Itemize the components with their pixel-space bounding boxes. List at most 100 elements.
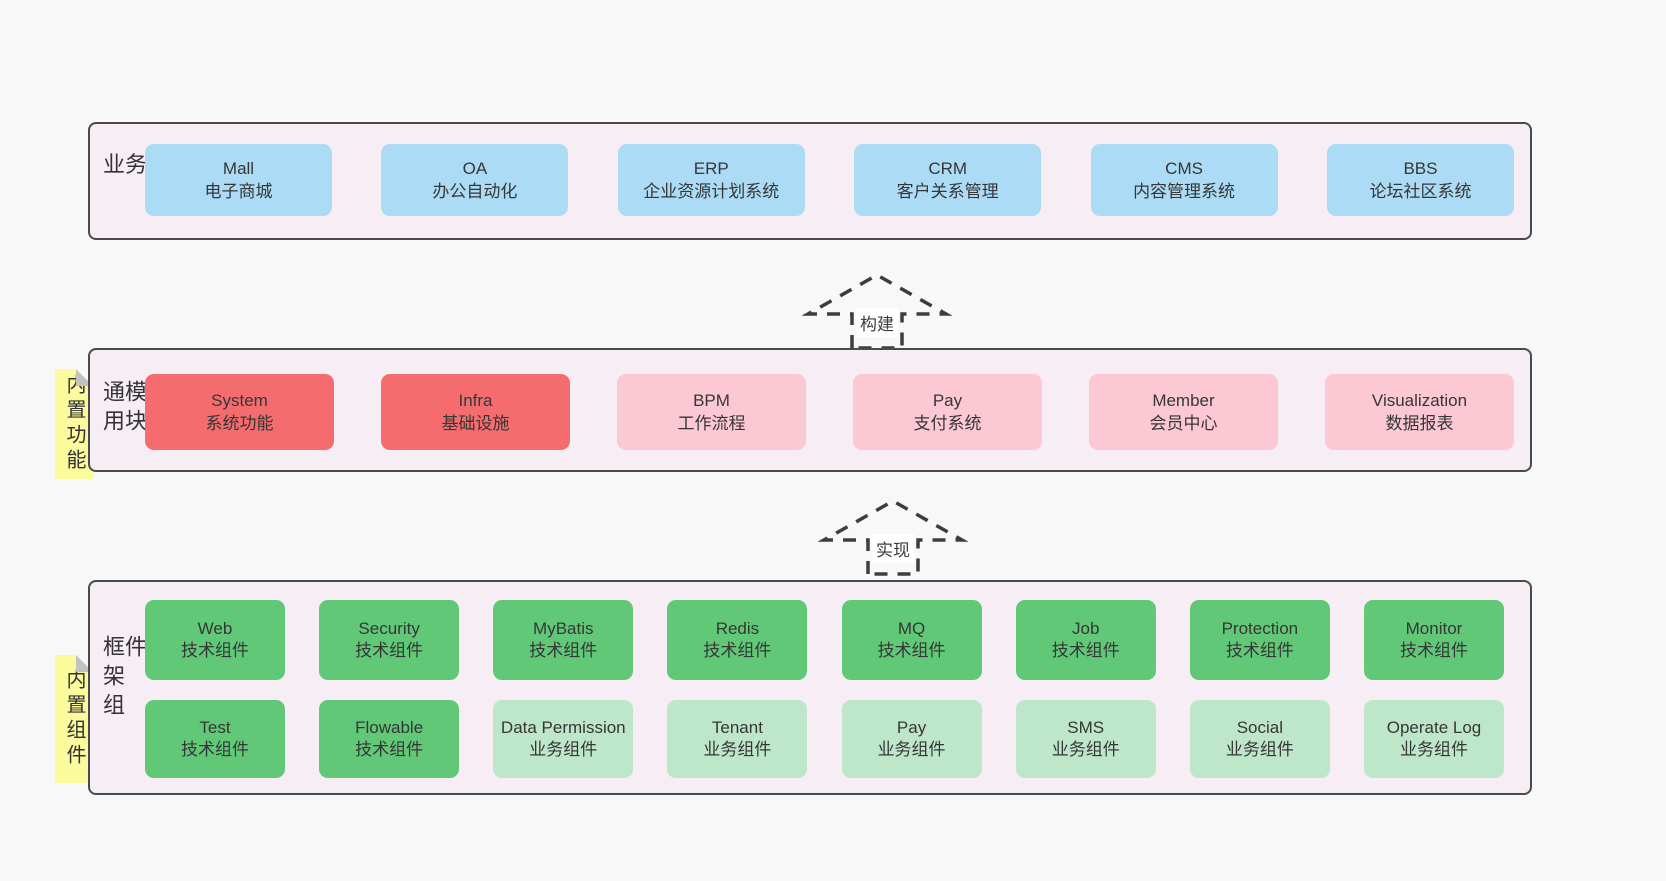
box-title: CMS <box>1165 159 1203 178</box>
box-subtitle: 技术组件 <box>1399 641 1468 660</box>
box-title: Mall <box>222 159 255 178</box>
box-subtitle: 基础设施 <box>441 414 510 433</box>
box-subtitle: 业务组件 <box>877 740 946 759</box>
box-subtitle: 技术组件 <box>1225 641 1294 660</box>
box-tenant: Tenant 业务组件 <box>667 700 808 778</box>
box-subtitle: 内容管理系统 <box>1133 182 1236 201</box>
up-arrow-icon <box>818 498 968 576</box>
box-subtitle: 办公自动化 <box>432 182 518 201</box>
box-redis: Redis 技术组件 <box>667 600 808 680</box>
box-mall: Mall 电子商城 <box>145 144 332 216</box>
box-title: Tenant <box>711 718 763 737</box>
box-member: Member 会员中心 <box>1089 374 1278 450</box>
box-title: Security <box>358 619 420 638</box>
panel-label: 框架组件 <box>100 634 147 722</box>
box-flowable: Flowable 技术组件 <box>319 700 460 778</box>
box-subtitle: 技术组件 <box>877 641 946 660</box>
box-visualization: Visualization 数据报表 <box>1325 374 1514 450</box>
box-cms: CMS 内容管理系统 <box>1090 144 1278 216</box>
box-data-permission: Data Permission 业务组件 <box>493 700 634 778</box>
box-title: BPM <box>693 391 730 410</box>
box-subtitle: 技术组件 <box>703 641 772 660</box>
box-title: Social <box>1236 718 1283 737</box>
box-title: Test <box>199 718 231 737</box>
box-system: System 系统功能 <box>145 374 334 450</box>
component-box-row-1: Web 技术组件 Security 技术组件 MyBatis 技术组件 Redi… <box>145 600 1504 680</box>
box-title: BBS <box>1403 159 1438 178</box>
component-box-row-2: Test 技术组件 Flowable 技术组件 Data Permission … <box>145 700 1504 778</box>
box-oa: OA 办公自动化 <box>381 144 569 216</box>
box-title: Flowable <box>355 718 424 737</box>
box-subtitle: 业务组件 <box>1399 740 1468 759</box>
box-subtitle: 技术组件 <box>529 641 598 660</box>
note-text: 内置功能 <box>63 374 85 474</box>
box-title: Data Permission <box>500 718 626 737</box>
box-bpm: BPM 工作流程 <box>617 374 806 450</box>
box-subtitle: 技术组件 <box>181 641 249 660</box>
box-infra: Infra 基础设施 <box>381 374 570 450</box>
box-title: Pay <box>896 718 927 737</box>
box-subtitle: 技术组件 <box>181 740 249 759</box>
box-sms: SMS 业务组件 <box>1015 700 1156 778</box>
box-test: Test 技术组件 <box>145 700 285 778</box>
box-web: Web 技术组件 <box>145 600 285 680</box>
box-subtitle: 技术组件 <box>355 641 424 660</box>
box-subtitle: 企业资源计划系统 <box>643 182 780 201</box>
box-title: Member <box>1152 391 1215 410</box>
box-title: Operate Log <box>1386 718 1482 737</box>
note-built-in-features: 内置功能 <box>55 369 93 479</box>
up-arrow-icon <box>802 272 952 350</box>
box-bbs: BBS 论坛社区系统 <box>1326 144 1514 216</box>
box-title: ERP <box>693 159 729 178</box>
box-job: Job 技术组件 <box>1015 600 1156 680</box>
box-title: Redis <box>715 619 760 638</box>
box-title: MQ <box>897 619 926 638</box>
box-monitor: Monitor 技术组件 <box>1363 600 1504 680</box>
box-pay: Pay 支付系统 <box>853 374 1042 450</box>
box-subtitle: 工作流程 <box>677 414 746 433</box>
box-title: SMS <box>1067 718 1105 737</box>
arrow-build: 构建 <box>802 268 952 350</box>
box-subtitle: 业务组件 <box>703 740 772 759</box>
box-subtitle: 支付系统 <box>913 414 982 433</box>
note-text: 内置组件 <box>63 669 85 769</box>
box-protection: Protection 技术组件 <box>1189 600 1330 680</box>
box-subtitle: 技术组件 <box>355 740 424 759</box>
box-title: CRM <box>928 159 968 178</box>
box-subtitle: 电子商城 <box>204 182 273 201</box>
panel-framework-components: 框架组件 Web 技术组件 Security 技术组件 MyBatis 技术组件… <box>88 580 1532 795</box>
box-title: MyBatis <box>533 619 594 638</box>
box-title: Protection <box>1221 619 1299 638</box>
box-pay-business: Pay 业务组件 <box>841 700 982 778</box>
box-subtitle: 业务组件 <box>1051 740 1120 759</box>
box-security: Security 技术组件 <box>319 600 460 680</box>
box-title: System <box>211 391 268 410</box>
box-crm: CRM 客户关系管理 <box>854 144 1042 216</box>
box-title: Web <box>197 619 233 638</box>
box-subtitle: 论坛社区系统 <box>1369 182 1472 201</box>
box-subtitle: 业务组件 <box>529 740 598 759</box>
box-title: Infra <box>458 391 493 410</box>
business-box-row: Mall 电子商城 OA 办公自动化 ERP 企业资源计划系统 CRM 客户关系… <box>145 144 1514 216</box>
panel-label: 通用模块 <box>100 380 147 438</box>
box-operate-log: Operate Log 业务组件 <box>1363 700 1504 778</box>
box-title: Job <box>1071 619 1100 638</box>
arrow-label: 构建 <box>856 308 898 337</box>
box-subtitle: 数据报表 <box>1385 414 1454 433</box>
box-subtitle: 业务组件 <box>1225 740 1294 759</box>
box-subtitle: 系统功能 <box>205 414 274 433</box>
box-erp: ERP 企业资源计划系统 <box>617 144 805 216</box>
box-title: Monitor <box>1405 619 1463 638</box>
box-subtitle: 技术组件 <box>1051 641 1120 660</box>
module-box-row: System 系统功能 Infra 基础设施 BPM 工作流程 Pay 支付系统… <box>145 374 1514 450</box>
box-title: Pay <box>932 391 963 410</box>
arrow-label: 实现 <box>872 534 914 563</box>
arrow-implement: 实现 <box>818 494 968 576</box>
box-subtitle: 客户关系管理 <box>896 182 999 201</box>
box-subtitle: 会员中心 <box>1149 414 1218 433</box>
box-title: Visualization <box>1371 391 1468 410</box>
box-social: Social 业务组件 <box>1189 700 1330 778</box>
box-mybatis: MyBatis 技术组件 <box>493 600 634 680</box>
panel-business-systems: 业务系统 Mall 电子商城 OA 办公自动化 ERP 企业资源计划系统 CRM… <box>88 122 1532 240</box>
